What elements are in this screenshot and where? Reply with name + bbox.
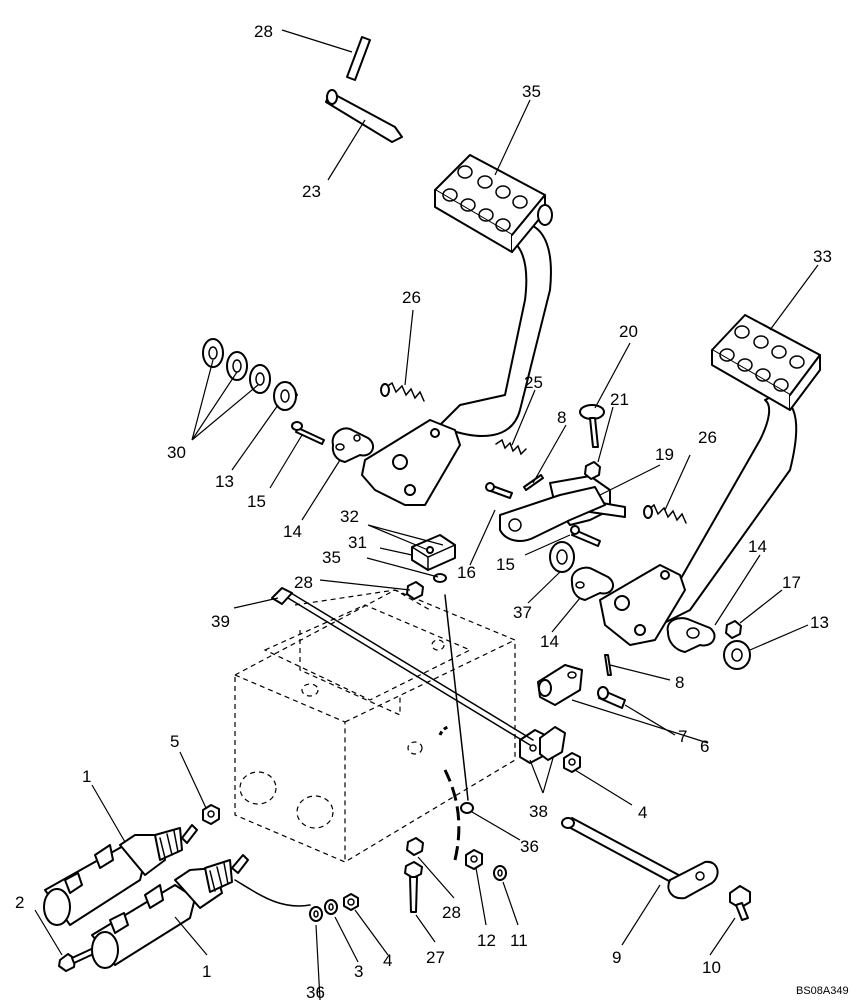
nut-5 [202, 804, 220, 825]
callout-23: 23 [302, 182, 321, 201]
callout-5: 5 [170, 732, 179, 751]
callout-21: 21 [610, 390, 629, 409]
nut-28-upper [406, 581, 424, 600]
callout-35-lower: 36 [520, 837, 539, 856]
callout-38: 38 [529, 802, 548, 821]
callout-26-lower: 26 [698, 428, 717, 447]
cotter-pin-8-lower [604, 654, 612, 676]
callout-2: 2 [15, 893, 24, 912]
long-bolt-39 [271, 587, 534, 746]
brake-pedal-34 [361, 154, 553, 506]
callout-13-lower: 13 [810, 613, 829, 632]
callout-4-mid: 4 [638, 803, 647, 822]
callout-28-lower: 28 [442, 903, 461, 922]
washer-36 [309, 906, 323, 922]
roll-pin-24 [346, 36, 371, 81]
spring-26-lower [643, 503, 687, 524]
callout-20: 20 [619, 322, 638, 341]
callout-35-upper: 35 [322, 548, 341, 567]
bushing-13-lower [723, 640, 751, 670]
spring-25 [495, 438, 527, 456]
callout-labels: 28 23 35 33 26 30 13 15 14 20 25 8 21 19… [15, 22, 849, 1000]
washers-30 [202, 338, 271, 394]
callout-33: 33 [813, 247, 832, 266]
callout-7: 7 [678, 727, 687, 746]
pin-16 [485, 482, 513, 499]
bolt-15-lower [570, 525, 601, 547]
drawing-code: BS08A349 [796, 985, 849, 997]
callout-32: 32 [340, 507, 359, 526]
callout-37: 37 [513, 603, 532, 622]
bolt-10 [729, 885, 751, 921]
callout-1-upper: 1 [82, 767, 91, 786]
callout-13-upper: 13 [215, 472, 234, 491]
callout-14-right: 14 [748, 537, 767, 556]
washer-37 [549, 541, 575, 573]
callout-19: 19 [655, 445, 674, 464]
callout-28-upper: 28 [294, 573, 313, 592]
bolt-15-upper [291, 421, 325, 445]
callout-3: 3 [354, 962, 363, 981]
pivot-bracket-14-mid [570, 566, 615, 601]
callout-34: 35 [522, 82, 541, 101]
pin-20 [579, 404, 605, 448]
nut-17 [725, 620, 742, 639]
valve-housing-phantom [234, 589, 516, 863]
callout-36: 36 [306, 983, 325, 1000]
washer-35-lower [460, 802, 474, 814]
pivot-bracket-14-upper [331, 427, 375, 463]
bolt-27 [404, 861, 423, 913]
bracket-38 [519, 726, 566, 764]
callout-17: 17 [782, 573, 801, 592]
pivot-pin-23 [325, 89, 403, 143]
nut-12 [465, 849, 483, 870]
callout-25: 25 [524, 373, 543, 392]
spring-26-upper [380, 381, 425, 402]
washer-11 [493, 865, 507, 881]
latch-arm-16 [499, 486, 606, 542]
callout-14-upper: 14 [283, 522, 302, 541]
callout-1-lower: 1 [202, 962, 211, 981]
master-cylinder-1-lower [91, 854, 311, 969]
nut-28-lower [406, 837, 424, 856]
callout-30: 30 [167, 443, 186, 462]
callout-15-upper: 15 [247, 492, 266, 511]
callout-8-upper: 8 [557, 408, 566, 427]
callout-31: 31 [348, 533, 367, 552]
callout-4-lower: 4 [383, 951, 392, 970]
detent-block-31 [411, 534, 456, 571]
brake-line [438, 594, 469, 861]
master-cylinder-1-upper [43, 824, 198, 926]
bushing-13-upper [273, 381, 298, 411]
clevis-pin-7 [597, 686, 626, 709]
brake-pedal-33 [599, 314, 821, 646]
callout-8-lower: 8 [675, 673, 684, 692]
callout-26-upper: 26 [402, 288, 421, 307]
leader-lines [34, 29, 819, 1000]
callout-15-lower: 15 [496, 555, 515, 574]
callout-27: 27 [426, 948, 445, 967]
callout-39: 39 [211, 612, 230, 631]
pivot-shaft-9 [561, 817, 719, 900]
callout-14-mid: 14 [540, 632, 559, 651]
clevis-6 [537, 664, 583, 706]
washer-35-upper [433, 573, 447, 583]
nut-4-lower [343, 893, 359, 911]
nut-4-mid [563, 752, 581, 773]
pivot-bracket-14-right [666, 617, 716, 653]
callout-9: 9 [612, 948, 621, 967]
callout-24: 28 [254, 22, 273, 41]
callout-16: 16 [457, 563, 476, 582]
nut-21 [584, 461, 601, 480]
callout-6: 6 [700, 737, 709, 756]
callout-11: 11 [510, 931, 528, 950]
callout-10: 10 [702, 958, 721, 977]
callout-12: 12 [477, 931, 496, 950]
washer-3 [324, 899, 338, 915]
